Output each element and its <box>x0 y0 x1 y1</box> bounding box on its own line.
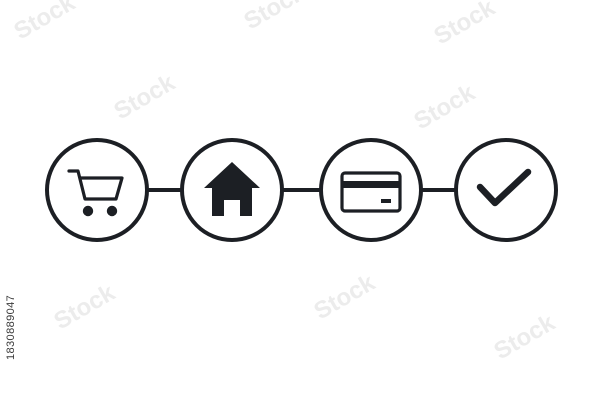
svg-text:Stock: Stock <box>110 69 181 125</box>
image-id: 1830889047 <box>5 294 17 360</box>
checkmark-icon <box>476 168 532 207</box>
svg-text:Stock: Stock <box>410 79 481 135</box>
svg-text:Stock: Stock <box>240 0 311 35</box>
step-cart <box>45 138 149 242</box>
svg-text:Stock: Stock <box>430 0 501 50</box>
step-confirm <box>454 138 558 242</box>
step-payment <box>319 138 423 242</box>
svg-text:Stock: Stock <box>50 279 121 335</box>
svg-text:Stock: Stock <box>490 309 561 365</box>
svg-text:Stock: Stock <box>10 0 81 45</box>
svg-text:Stock: Stock <box>310 269 381 325</box>
home-icon <box>204 162 260 216</box>
step-home <box>180 138 284 242</box>
credit-card-icon <box>340 171 402 213</box>
cart-icon <box>67 169 124 217</box>
